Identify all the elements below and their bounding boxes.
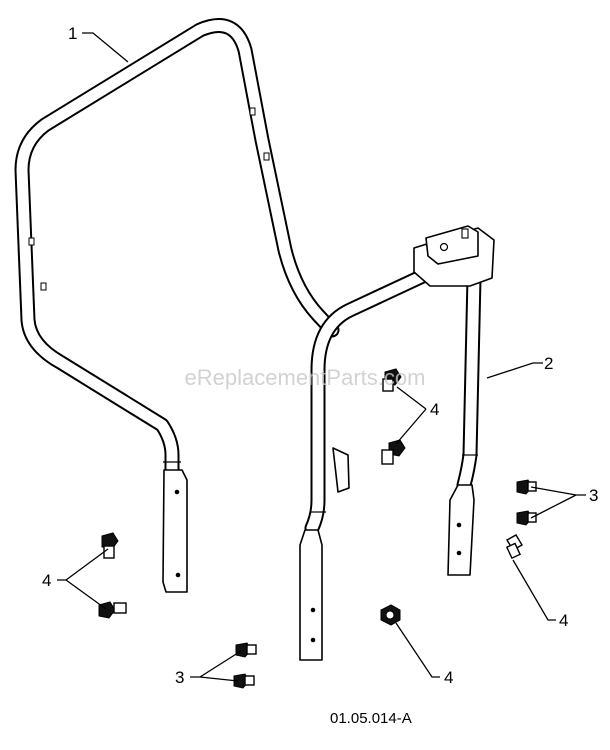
nut-bottom-left-top	[235, 642, 257, 658]
bolt-bottom-center	[380, 604, 401, 626]
reference-code: 01.05.014-A	[330, 710, 412, 727]
bolt-left-top	[101, 532, 119, 559]
bolt-center-top	[382, 368, 402, 392]
nut-bottom-left-bottom	[233, 673, 255, 689]
callout-4-bottom-center: 4	[444, 668, 453, 687]
callout-4-left: 4	[42, 571, 51, 590]
callout-3-bottom-left: 3	[175, 668, 184, 687]
callout-4-center: 4	[430, 400, 439, 419]
nut-right-top	[516, 479, 537, 495]
callout-2: 2	[544, 354, 553, 373]
bolt-left-bottom	[98, 601, 127, 619]
upper-handle	[14, 18, 340, 593]
watermark: eReplacementParts.com	[185, 365, 426, 390]
lower-handle	[299, 225, 495, 661]
callout-3-right: 3	[589, 486, 598, 505]
callout-4-right: 4	[559, 611, 568, 630]
bolt-right	[505, 534, 523, 560]
nut-right-bottom	[516, 510, 537, 526]
leader-lines	[57, 32, 586, 682]
bolt-center-bottom	[381, 439, 406, 465]
callout-1: 1	[68, 24, 77, 43]
